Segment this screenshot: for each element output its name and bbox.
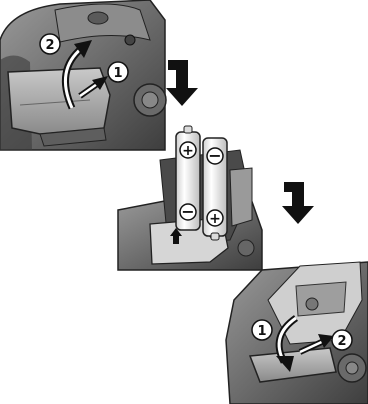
step3-camera: 1 2 (226, 262, 368, 404)
step-arrow-1 (166, 60, 198, 106)
step-arrow-2 (282, 182, 314, 224)
step1-camera: 2 1 (0, 0, 166, 150)
battery-left: + − (176, 126, 200, 230)
battery-right: − + (203, 138, 227, 240)
battery-right-minus: − (208, 146, 221, 165)
step3-lock-label: 2 (337, 334, 346, 349)
battery-left-plus: + (182, 143, 194, 159)
step1-open-label: 2 (45, 38, 54, 53)
step3-close-label: 1 (257, 324, 266, 339)
battery-left-minus: − (181, 202, 194, 221)
step1-slide-label: 1 (113, 66, 122, 81)
battery-right-plus: + (209, 211, 221, 227)
